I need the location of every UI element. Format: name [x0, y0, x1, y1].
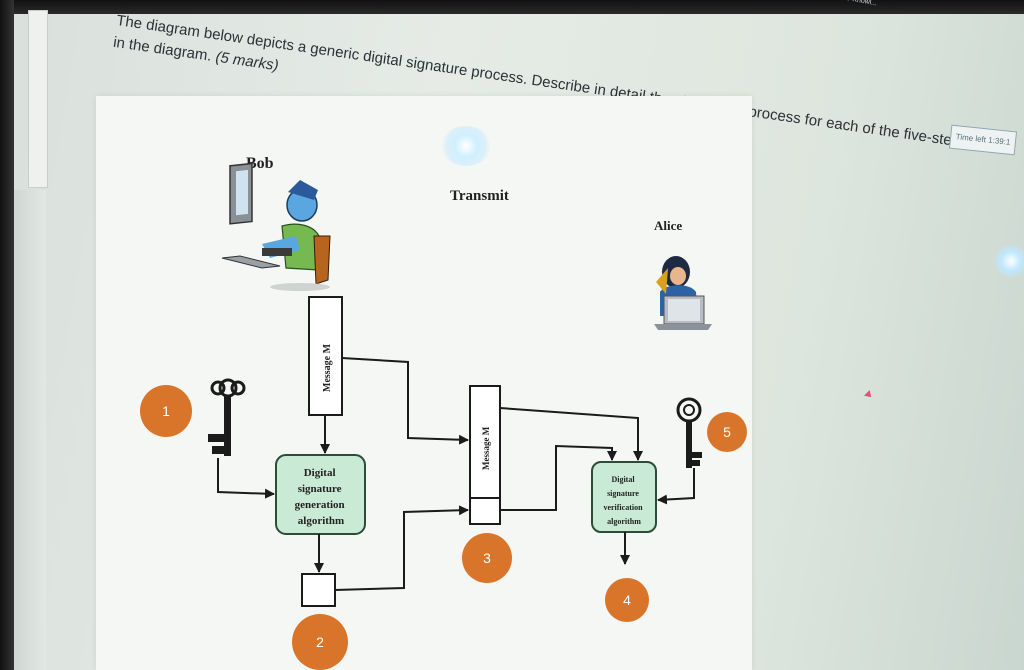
public-key-icon	[676, 397, 702, 468]
svg-text:4: 4	[623, 592, 631, 608]
step-badge-1: 1	[140, 385, 192, 437]
svg-text:5: 5	[723, 424, 731, 440]
transmit-label: Transmit	[450, 188, 509, 204]
sender-message-label: Message M	[322, 343, 333, 392]
svg-text:3: 3	[483, 550, 491, 566]
alice-label: Alice	[654, 218, 682, 233]
transmit-signature-box	[469, 497, 501, 525]
screen-glare	[440, 126, 492, 166]
screen-glare-right	[994, 244, 1024, 278]
transmit-message-box	[469, 385, 501, 499]
svg-text:1: 1	[162, 403, 170, 419]
bob-illustration	[221, 162, 331, 291]
monitor-bezel-top	[0, 0, 1024, 14]
step-badge-4: 4	[605, 578, 649, 622]
signature-generation-box	[275, 454, 366, 535]
transmit-message-label: Message M	[481, 426, 491, 470]
left-panel-strip	[28, 10, 48, 188]
alice-illustration	[654, 256, 712, 330]
private-key-icon	[208, 378, 246, 456]
step-badge-5: 5	[707, 412, 747, 452]
step-badge-3: 3	[462, 533, 512, 583]
diagram-image	[96, 96, 752, 670]
signature-output-box	[301, 573, 336, 607]
diagram-connectors	[217, 357, 695, 591]
signature-verification-label: Digital signature verification algorithm	[603, 475, 644, 526]
left-panel	[14, 190, 46, 670]
bob-label: Bob	[246, 155, 274, 172]
signature-generation-label: Digital signature generation algorithm	[295, 467, 348, 527]
svg-text:2: 2	[316, 634, 324, 650]
step-badge-2: 2	[292, 614, 348, 670]
monitor-bezel-left	[0, 0, 14, 670]
